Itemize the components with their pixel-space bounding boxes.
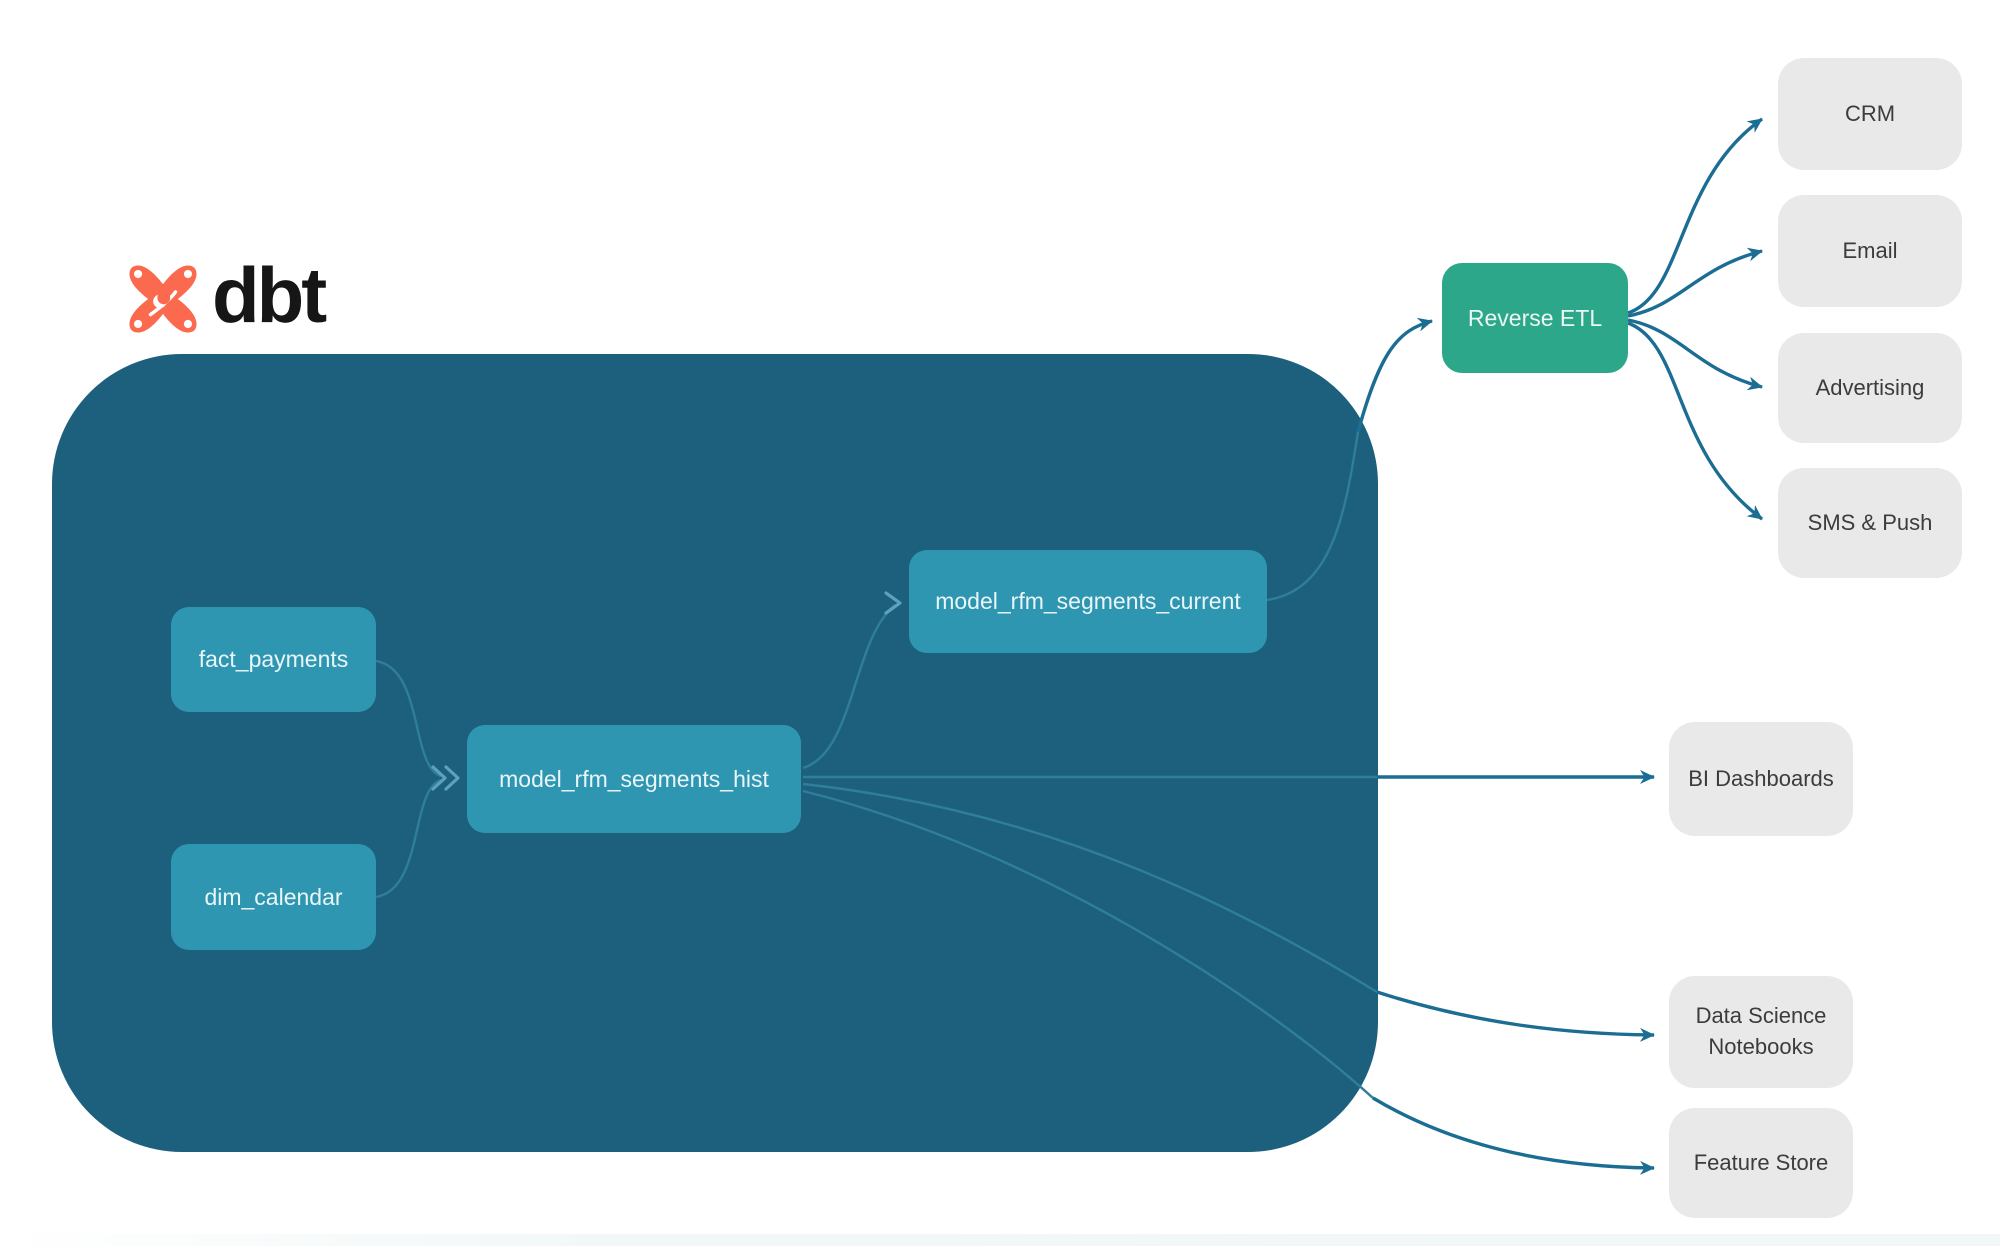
node-crm: CRM (1778, 58, 1962, 170)
dbt-logo-icon (129, 265, 197, 333)
node-bi-dashboards: BI Dashboards (1669, 722, 1853, 836)
node-fact-payments-label: fact_payments (198, 646, 349, 672)
edge-hist-to-feature-store (1372, 1096, 1655, 1175)
node-advertising-label: Advertising (1815, 374, 1925, 400)
dbt-logo: dbt (124, 251, 327, 342)
node-email: Email (1778, 195, 1962, 307)
edge-reverse-etl-to-advertising (1627, 318, 1763, 391)
node-model-rfm-segments-hist-label: model_rfm_segments_hist (499, 765, 769, 792)
node-crm-label: CRM (1844, 100, 1896, 126)
node-email-label: Email (1842, 237, 1898, 263)
bottom-edge-strip (0, 1234, 2000, 1246)
node-advertising: Advertising (1778, 333, 1962, 443)
node-bi-dashboards-label: BI Dashboards (1688, 765, 1834, 791)
node-feature-store: Feature Store (1669, 1108, 1853, 1218)
node-reverse-etl-label: Reverse ETL (1467, 304, 1603, 331)
node-reverse-etl: Reverse ETL (1442, 263, 1628, 373)
edge-current-to-reverse-etl (1356, 317, 1433, 433)
node-feature-store-label: Feature Store (1693, 1149, 1829, 1175)
node-data-science-notebooks-label: Data Science Notebooks (1695, 1003, 1827, 1059)
edge-reverse-etl-to-crm (1627, 117, 1763, 315)
node-sms-push: SMS & Push (1778, 468, 1962, 578)
edge-hist-to-data-science-notebooks (1376, 990, 1655, 1042)
edge-reverse-etl-to-sms-push (1627, 321, 1764, 521)
node-model-rfm-segments-current-label: model_rfm_segments_current (935, 588, 1241, 614)
node-sms-push-label: SMS & Push (1807, 509, 1933, 535)
edge-reverse-etl-to-email (1627, 247, 1763, 318)
node-model-rfm-segments-hist: model_rfm_segments_hist (467, 725, 801, 833)
node-data-science-notebooks: Data Science Notebooks (1669, 976, 1853, 1088)
node-dim-calendar-label: dim_calendar (204, 883, 343, 910)
node-model-rfm-segments-current: model_rfm_segments_current (909, 550, 1267, 653)
node-fact-payments: fact_payments (171, 607, 376, 712)
dbt-wordmark: dbt (212, 251, 327, 339)
node-dim-calendar: dim_calendar (171, 844, 376, 950)
